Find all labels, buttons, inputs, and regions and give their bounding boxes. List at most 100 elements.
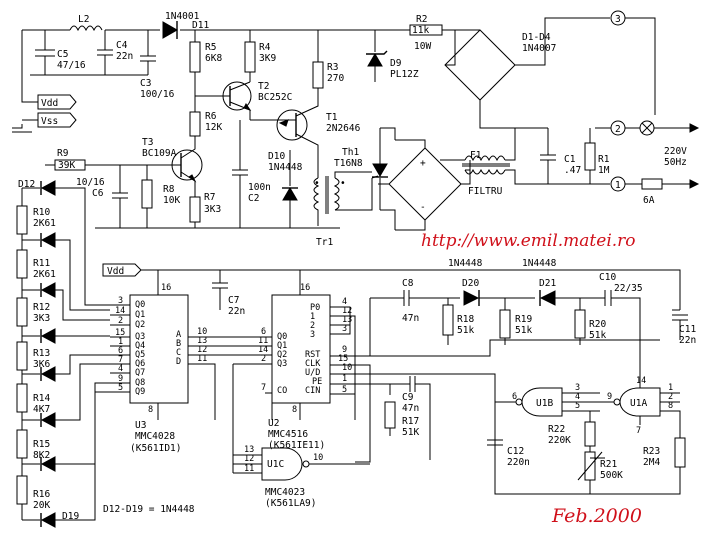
- svg-text:Vss: Vss: [41, 116, 58, 127]
- capacitor-c2: 100n C2: [232, 120, 271, 228]
- svg-text:51K: 51K: [402, 427, 419, 438]
- svg-text:11: 11: [244, 464, 254, 474]
- capacitor-c6: 10/16 C6: [76, 165, 128, 228]
- svg-text:R18: R18: [457, 314, 474, 325]
- svg-text:R14: R14: [33, 393, 50, 404]
- capacitor-c11: C11 22n: [672, 309, 696, 346]
- svg-text:3K3: 3K3: [204, 204, 221, 215]
- capacitor-c12: C12 220n: [487, 402, 681, 495]
- svg-text:500K: 500K: [600, 470, 623, 481]
- svg-text:D20: D20: [462, 278, 479, 289]
- svg-text:2N2646: 2N2646: [326, 123, 361, 134]
- svg-text:B: B: [176, 339, 181, 349]
- svg-text:13: 13: [342, 315, 352, 325]
- svg-text:1: 1: [668, 383, 673, 393]
- svg-text:8: 8: [668, 401, 673, 411]
- svg-text:•: •: [340, 178, 346, 189]
- bridge-d1-d4: D1-D4 1N4007: [444, 17, 610, 129]
- svg-text:MMC4023: MMC4023: [265, 487, 305, 498]
- svg-text:Th1: Th1: [342, 147, 359, 158]
- capacitor-c4: C4 22n: [97, 30, 133, 75]
- svg-text:13: 13: [244, 445, 254, 455]
- capacitor-c8: C8 47n: [402, 278, 460, 324]
- svg-text:51k: 51k: [515, 325, 532, 336]
- thyristor-th1: Th1 T16N8: [334, 128, 388, 210]
- svg-text:39K: 39K: [58, 160, 75, 171]
- svg-text:5: 5: [118, 383, 123, 393]
- resistor-r11: R11 2K61: [16, 249, 56, 280]
- svg-text:Q0: Q0: [277, 332, 287, 342]
- svg-text:8: 8: [148, 405, 153, 415]
- svg-text:(K561ID1): (K561ID1): [130, 443, 181, 454]
- svg-text:16: 16: [161, 283, 171, 293]
- label-c3-value: 100/16: [140, 89, 175, 100]
- svg-text:6: 6: [261, 327, 266, 337]
- svg-text:D1-D4: D1-D4: [522, 32, 551, 43]
- svg-text:R16: R16: [33, 489, 50, 500]
- label-d11: D11: [192, 20, 209, 31]
- svg-text:1M: 1M: [598, 165, 610, 176]
- svg-text:R7: R7: [204, 192, 215, 203]
- svg-text:CLK: CLK: [305, 359, 321, 369]
- svg-text:C2: C2: [248, 193, 259, 204]
- svg-text:Q3: Q3: [135, 332, 145, 342]
- svg-text:U2: U2: [268, 418, 279, 429]
- svg-text:270: 270: [327, 73, 344, 84]
- fuse-f: 6A: [641, 178, 663, 206]
- svg-text:R13: R13: [33, 348, 50, 359]
- capacitor-c10: C10 22/35: [599, 272, 643, 375]
- svg-text:R23: R23: [643, 446, 660, 457]
- svg-text:R4: R4: [259, 42, 271, 53]
- svg-text:R22: R22: [548, 424, 565, 435]
- svg-text:1: 1: [310, 312, 315, 322]
- svg-text:Q9: Q9: [135, 387, 145, 397]
- capacitor-c7: C7 22n: [212, 270, 245, 317]
- svg-text:MMC4516: MMC4516: [268, 429, 308, 440]
- svg-text:D21: D21: [539, 278, 556, 289]
- svg-text:14: 14: [636, 376, 646, 386]
- svg-text:R12: R12: [33, 302, 50, 313]
- svg-text:47n: 47n: [402, 313, 419, 324]
- svg-text:Vdd: Vdd: [107, 266, 124, 277]
- svg-text:D19: D19: [62, 511, 79, 522]
- svg-text:3: 3: [615, 14, 621, 25]
- svg-text:11: 11: [258, 336, 268, 346]
- resistor-r1: R1 1M: [584, 128, 610, 184]
- svg-text:MMC4028: MMC4028: [135, 431, 175, 442]
- svg-text:C9: C9: [402, 392, 414, 403]
- svg-text:R3: R3: [327, 62, 338, 73]
- svg-text:14: 14: [115, 306, 125, 316]
- net-label-vss: Vss: [37, 112, 77, 128]
- svg-text:12: 12: [197, 345, 207, 355]
- svg-text:A: A: [176, 330, 181, 340]
- svg-text:Q5: Q5: [135, 350, 145, 360]
- resistor-r20: R20 51k: [574, 309, 606, 345]
- svg-text:20K: 20K: [33, 500, 50, 511]
- svg-text:2: 2: [615, 124, 621, 135]
- svg-text:1: 1: [342, 374, 347, 384]
- ic-u2: P0 1 2 3 Q0 Q1 Q2 Q3 RST CLK U/D PE CIN …: [258, 283, 352, 451]
- svg-text:Q3: Q3: [277, 359, 287, 369]
- filter-f1: F1 FILTRU: [440, 127, 610, 197]
- svg-text:C6: C6: [92, 188, 104, 199]
- svg-text:C: C: [176, 348, 181, 358]
- resistor-r14: R14 4K7: [16, 383, 50, 415]
- resistor-r15: R15 8K2: [16, 429, 50, 461]
- svg-text:47n: 47n: [402, 403, 419, 414]
- svg-text:Q8: Q8: [135, 378, 145, 388]
- lamp-icon: [639, 120, 655, 136]
- resistor-r10: R10 2K61: [16, 205, 56, 235]
- svg-text:R10: R10: [33, 207, 50, 218]
- svg-text:6: 6: [118, 346, 123, 356]
- potentiometer-r21: R21 500K: [577, 451, 623, 494]
- svg-text:T16N8: T16N8: [334, 158, 363, 169]
- resistor-r6: R6 12K: [189, 100, 222, 145]
- net-label-vdd-left: Vdd: [37, 94, 77, 110]
- svg-text:U1C: U1C: [267, 459, 284, 470]
- svg-text:Q2: Q2: [277, 350, 287, 360]
- svg-text:C8: C8: [402, 278, 414, 289]
- capacitor-c5: C5 47/16: [35, 30, 86, 75]
- svg-text:D9: D9: [390, 58, 402, 69]
- diode-note: D12-D19 = 1N4448: [103, 504, 195, 515]
